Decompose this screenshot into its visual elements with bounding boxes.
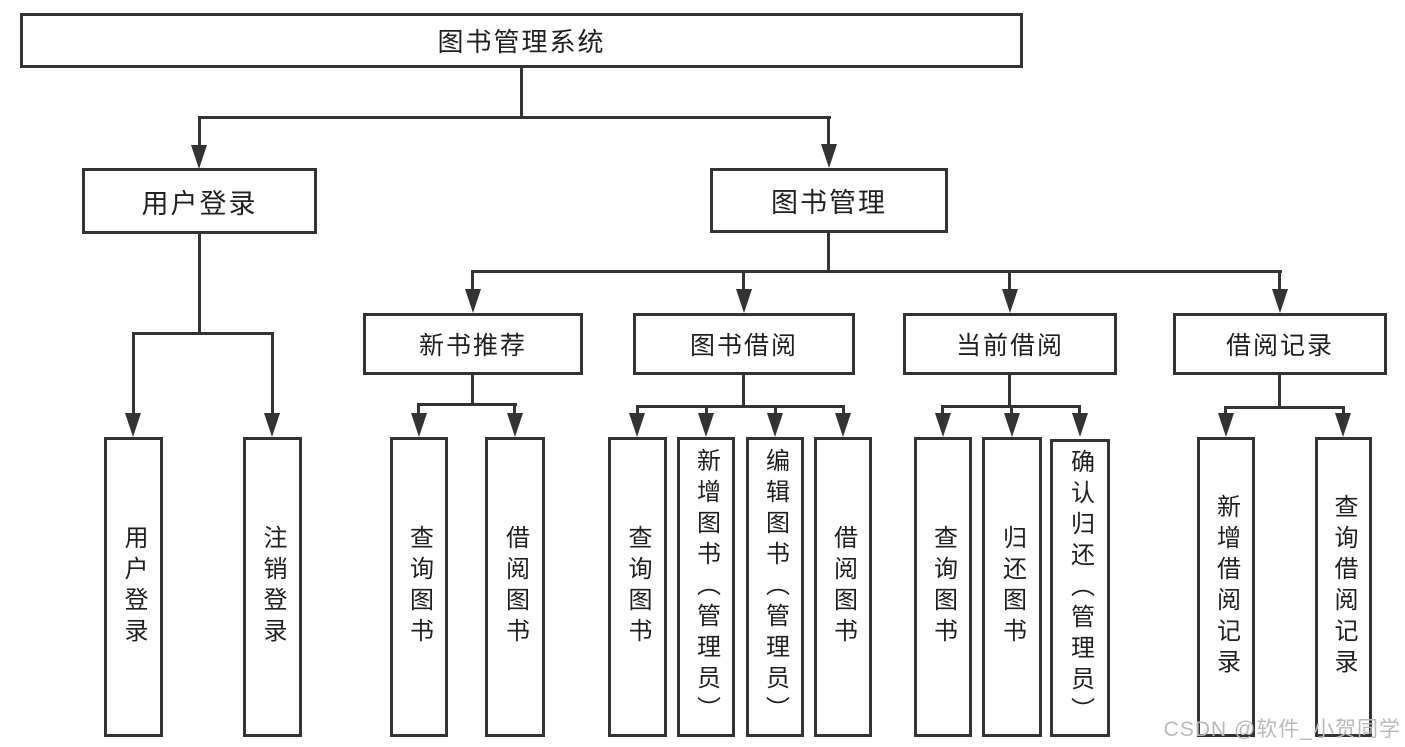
leaf-label: 借阅图书 xyxy=(829,525,857,649)
leaf-logout-login: 注销登录 xyxy=(243,437,302,737)
arrow-down xyxy=(1218,413,1234,437)
arrow-down xyxy=(698,413,714,437)
connector-line xyxy=(1224,406,1227,415)
arrow-down xyxy=(1272,289,1288,313)
node-book-borrowing: 图书借阅 xyxy=(633,313,855,375)
leaf-label: 新增图书（管理员） xyxy=(692,447,720,727)
leaf-borrowing-borrow-books: 借阅图书 xyxy=(814,437,872,737)
connector-line xyxy=(941,405,944,415)
arrow-down xyxy=(411,413,427,437)
connector-line xyxy=(742,270,745,291)
connector-line xyxy=(132,332,274,335)
leaf-label: 查询图书 xyxy=(624,525,651,649)
arrow-down xyxy=(1002,289,1018,313)
connector-line xyxy=(471,270,1282,273)
connector-line xyxy=(774,405,777,415)
arrow-down xyxy=(835,413,851,437)
node-label: 当前借阅 xyxy=(955,332,1064,360)
connector-line xyxy=(1278,270,1281,291)
connector-line xyxy=(417,403,420,415)
arrow-down xyxy=(1335,413,1351,437)
leaf-edit-books-admin: 编辑图书（管理员） xyxy=(746,437,804,737)
leaf-add-books-admin: 新增图书（管理员） xyxy=(677,437,735,737)
node-label: 借阅记录 xyxy=(1225,332,1334,360)
connector-line xyxy=(1008,375,1011,407)
arrow-down xyxy=(821,144,837,168)
leaf-borrowing-query-books: 查询图书 xyxy=(608,437,667,737)
csdn-watermark: CSDN @软件_小贺同学 xyxy=(1163,718,1401,741)
connector-line xyxy=(198,116,831,119)
connector-line xyxy=(827,233,830,273)
arrow-down xyxy=(125,413,141,437)
leaf-label: 注销登录 xyxy=(259,525,286,649)
leaf-label: 查询图书 xyxy=(405,525,433,649)
connector-line xyxy=(1078,405,1081,415)
node-user-login: 用户登录 xyxy=(82,168,317,234)
node-library-management-system: 图书管理系统 xyxy=(20,13,1023,68)
connector-line xyxy=(417,403,517,406)
connector-line xyxy=(198,116,201,146)
node-label: 图书管理 xyxy=(771,188,887,218)
node-label: 新书推荐 xyxy=(418,332,527,360)
connector-line xyxy=(1224,406,1345,409)
connector-line xyxy=(198,234,201,335)
arrow-down xyxy=(191,145,207,169)
leaf-label: 新增借阅记录 xyxy=(1212,494,1240,680)
leaf-return-books: 归还图书 xyxy=(982,437,1042,737)
connector-line xyxy=(1278,375,1281,408)
arrow-down xyxy=(935,413,951,437)
connector-line xyxy=(742,375,745,407)
connector-line xyxy=(705,405,708,415)
connector-line xyxy=(1008,270,1011,291)
leaf-recommend-query-books: 查询图书 xyxy=(390,437,448,737)
leaf-label: 归还图书 xyxy=(998,525,1026,649)
leaf-add-borrow-record: 新增借阅记录 xyxy=(1197,437,1255,737)
connector-line xyxy=(513,403,516,415)
connector-line xyxy=(636,405,845,408)
connector-line xyxy=(827,116,830,145)
leaf-label: 编辑图书（管理员） xyxy=(761,447,789,727)
connector-line xyxy=(842,405,845,415)
connector-line xyxy=(471,270,474,291)
arrow-down xyxy=(767,413,783,437)
arrow-down xyxy=(629,413,645,437)
connector-line xyxy=(271,332,274,415)
connector-line xyxy=(520,68,523,119)
node-current-borrowing: 当前借阅 xyxy=(903,313,1117,375)
leaf-label: 查询借阅记录 xyxy=(1330,494,1357,680)
leaf-user-login: 用户登录 xyxy=(104,437,163,737)
leaf-recommend-borrow-books: 借阅图书 xyxy=(485,437,545,737)
node-book-management: 图书管理 xyxy=(710,168,948,233)
connector-line xyxy=(1342,406,1345,415)
leaf-query-borrow-record: 查询借阅记录 xyxy=(1315,437,1372,737)
arrow-down xyxy=(507,413,523,437)
connector-line xyxy=(1010,405,1013,415)
node-label: 图书管理系统 xyxy=(437,27,606,57)
arrow-down xyxy=(736,289,752,313)
leaf-label: 借阅图书 xyxy=(501,525,529,649)
leaf-confirm-return-admin: 确认归还（管理员） xyxy=(1050,439,1110,737)
node-label: 图书借阅 xyxy=(689,332,798,360)
node-label: 用户登录 xyxy=(141,188,258,219)
leaf-current-query-books: 查询图书 xyxy=(914,437,972,737)
node-new-book-recommendation: 新书推荐 xyxy=(363,313,583,375)
arrow-down xyxy=(1004,413,1020,437)
connector-line xyxy=(471,375,474,406)
leaf-label: 确认归还（管理员） xyxy=(1066,448,1094,728)
arrow-down xyxy=(1072,413,1088,437)
arrow-down xyxy=(264,413,280,437)
arrow-down xyxy=(465,289,481,313)
connector-line xyxy=(636,405,639,415)
node-borrowing-records: 借阅记录 xyxy=(1173,313,1387,375)
connector-line xyxy=(132,332,135,415)
leaf-label: 查询图书 xyxy=(929,525,957,649)
leaf-label: 用户登录 xyxy=(120,525,147,649)
